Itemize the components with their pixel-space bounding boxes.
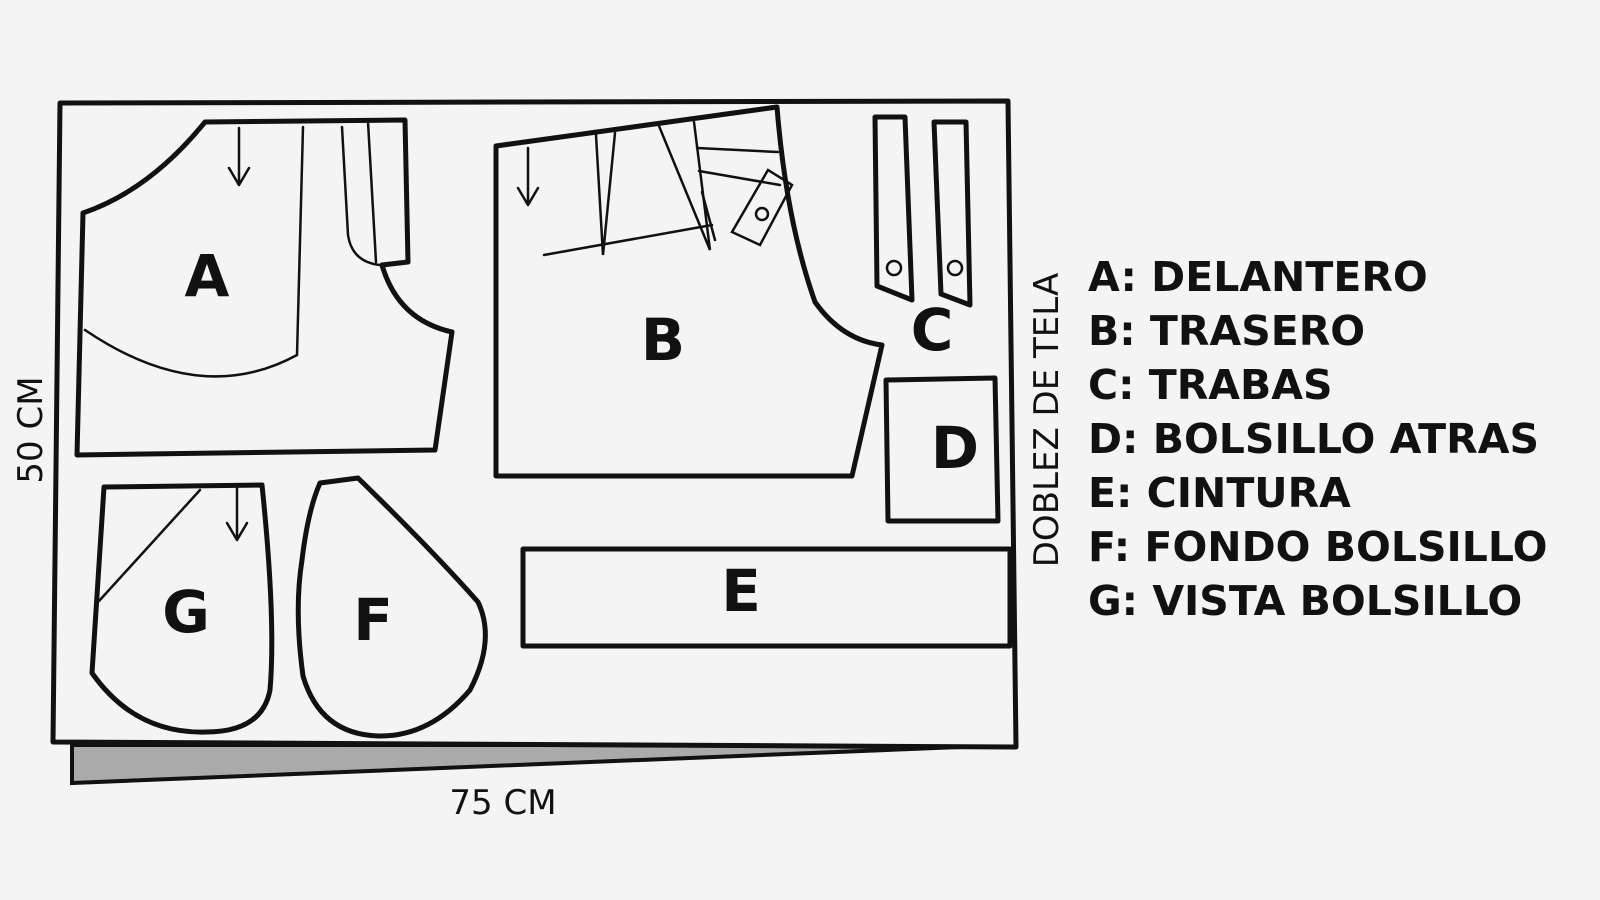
width-dimension-label: 75 CM xyxy=(449,783,556,823)
piece-b-grain-arrow xyxy=(516,146,540,207)
fabric-shadow xyxy=(70,743,1011,786)
piece-b-tab xyxy=(730,168,794,247)
piece-letter-d: D xyxy=(931,414,979,482)
legend-item-f: F: FONDO BOLSILLO xyxy=(1088,523,1548,571)
piece-f: F xyxy=(295,475,488,739)
piece-g-grain-arrow xyxy=(225,486,249,542)
piece-a-fly-line xyxy=(340,125,382,267)
piece-f-outline xyxy=(295,475,488,739)
legend-item-e: E: CINTURA xyxy=(1088,469,1351,517)
legend-item-g: G: VISTA BOLSILLO xyxy=(1088,577,1523,625)
piece-letter-c: C xyxy=(911,296,954,364)
piece-a: A xyxy=(74,117,455,458)
legend-item-a: A: DELANTERO xyxy=(1088,253,1428,301)
piece-letter-b: B xyxy=(641,306,685,374)
piece-d-outline xyxy=(883,375,1001,524)
piece-g-diagonal xyxy=(97,488,202,603)
piece-b: B xyxy=(493,104,885,479)
legend-item-d: D: BOLSILLO ATRAS xyxy=(1088,415,1539,463)
piece-c: C xyxy=(872,114,973,364)
piece-letter-f: F xyxy=(353,586,393,654)
legend-item-c: C: TRABAS xyxy=(1088,361,1333,409)
piece-d: D xyxy=(883,375,1001,524)
fabric-fold-label: DOBLEZ DE TELA xyxy=(1027,273,1067,568)
piece-g-outline xyxy=(89,482,275,735)
piece-letter-g: G xyxy=(162,578,210,646)
piece-c-loop-2 xyxy=(931,119,973,308)
piece-e: E xyxy=(520,546,1013,649)
legend-item-b: B: TRASERO xyxy=(1088,307,1366,355)
piece-g: G xyxy=(89,482,275,735)
piece-letter-e: E xyxy=(721,557,761,625)
height-dimension-label: 50 CM xyxy=(11,376,51,483)
piece-a-grain-arrow xyxy=(227,126,251,187)
piece-e-outline xyxy=(520,546,1013,649)
piece-b-dart-2 xyxy=(657,120,712,251)
piece-a-pocket-line xyxy=(83,125,305,378)
piece-letter-a: A xyxy=(185,242,230,310)
piece-c-loop-1 xyxy=(872,114,915,303)
piece-b-dart-1 xyxy=(594,131,617,256)
piece-legend: A: DELANTERO B: TRASERO C: TRABAS D: BOL… xyxy=(1088,250,1547,628)
